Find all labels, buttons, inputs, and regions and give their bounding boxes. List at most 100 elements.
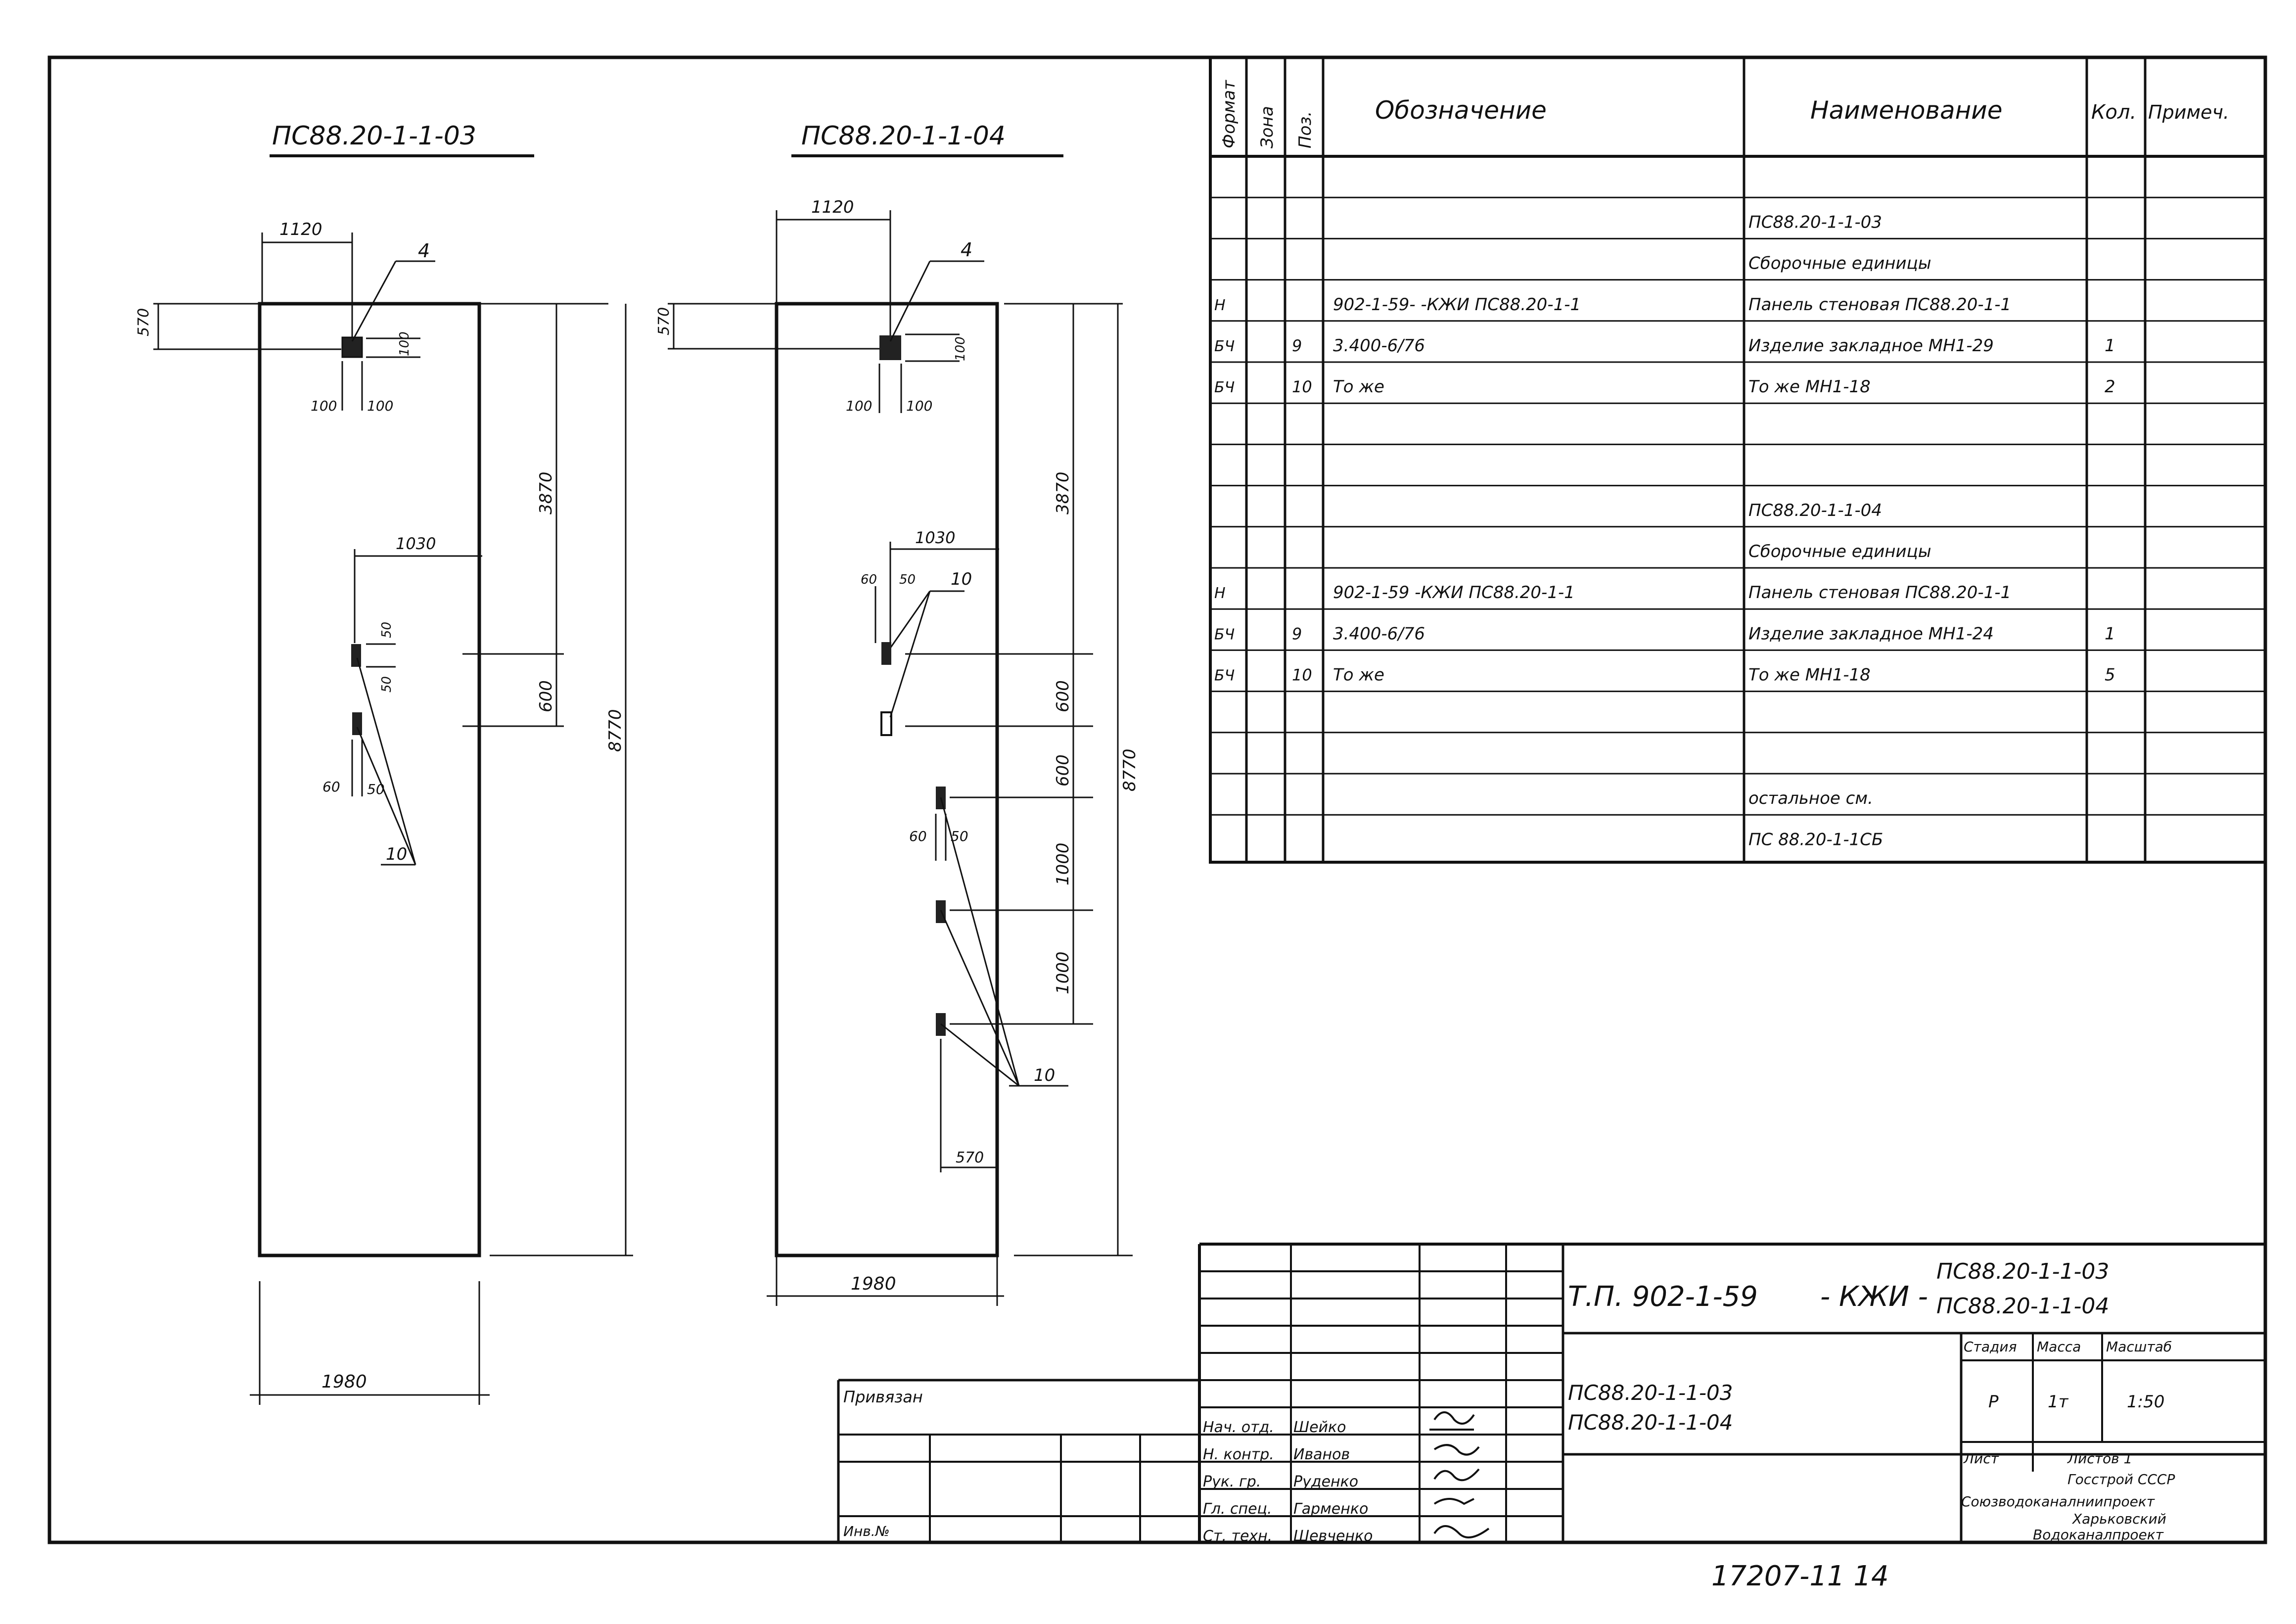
header-qty: Кол. — [2091, 101, 2136, 124]
dim-height-c: 600 — [1053, 754, 1073, 787]
org-line4: Водоканалпроект — [2033, 1527, 2164, 1543]
title-block: Привязан Инв.№ Т.П. 902-1-59 - КЖИ - ПС8… — [837, 1243, 2265, 1545]
dim-height-a: 3870 — [536, 471, 556, 514]
callout-item-10-bottom: 10 — [1034, 1066, 1055, 1085]
table-cell-fmt: Н — [1214, 585, 1226, 602]
org-line2: Союзводоканалниипроект — [1961, 1493, 2155, 1510]
callout-item-4: 4 — [418, 240, 430, 262]
table-cell-designation: 902-1-59- -КЖИ ПС88.20-1-1 — [1333, 295, 1581, 315]
table-cell-designation: 902-1-59 -КЖИ ПС88.20-1-1 — [1333, 583, 1575, 603]
callout-item-10: 10 — [386, 844, 407, 864]
dim-top-offset: 1120 — [811, 197, 854, 217]
table-cell-qty: 2 — [2105, 377, 2115, 397]
table-cell-name: остальное см. — [1748, 789, 1873, 808]
footer-stamp: 17207-11 14 — [1711, 1560, 1889, 1592]
table-cell-name: Сборочные единицы — [1748, 542, 1931, 561]
table-cell-name: ПС 88.20-1-1СБ — [1748, 830, 1883, 849]
table-cell-fmt: БЧ — [1214, 379, 1235, 396]
signature — [1429, 1411, 1475, 1431]
dim-width-bottom: 1980 — [851, 1274, 896, 1294]
signature — [1433, 1468, 1480, 1482]
dim-gap-a: 60 — [861, 572, 877, 587]
stage-value: Р — [1988, 1392, 1999, 1412]
panel-outline — [775, 302, 999, 1257]
table-cell-pos: 9 — [1292, 336, 1302, 355]
dim-plate-w2: 100 — [367, 398, 393, 414]
dim-lower-w2: 50 — [367, 781, 385, 797]
panel-outline — [258, 302, 481, 1257]
dim-plate-height: 100 — [397, 331, 412, 356]
table-cell-name: ПС88.20-1-1-04 — [1748, 501, 1882, 520]
dim-mid-width: 1030 — [396, 534, 436, 553]
header-name: Наименование — [1810, 96, 2003, 125]
table-cell-fmt: БЧ — [1214, 667, 1235, 685]
dim-left-offset: 570 — [135, 308, 152, 336]
table-cell-fmt: Н — [1214, 297, 1226, 314]
doc-kzhi: - КЖИ - — [1820, 1281, 1928, 1313]
stage-label: Стадия — [1964, 1339, 2017, 1355]
role-name: Гарменко — [1293, 1500, 1368, 1518]
table-cell-fmt: БЧ — [1214, 338, 1235, 355]
table-cell-name: Изделие закладное МН1-29 — [1748, 336, 1994, 356]
org-line1: Госстрой СССР — [2067, 1471, 2175, 1487]
dim-plate-height: 100 — [953, 336, 968, 361]
item-name-line2: ПС88.20-1-1-04 — [1568, 1410, 1733, 1435]
dim-left-offset: 570 — [655, 307, 673, 335]
doc-code: Т.П. 902-1-59 — [1568, 1281, 1758, 1313]
table-cell-name: Панель стеновая ПС88.20-1-1 — [1748, 583, 2011, 603]
mass-label: Масса — [2037, 1339, 2081, 1355]
embedded-plate-low — [352, 712, 362, 735]
dim-height-b: 600 — [1053, 680, 1073, 712]
header-note: Примеч. — [2148, 101, 2229, 123]
dim-height-a: 3870 — [1053, 471, 1073, 514]
scale-label: Масштаб — [2106, 1339, 2172, 1355]
dim-plate-w1: 100 — [846, 398, 872, 414]
header-designation: Обозначение — [1375, 96, 1547, 125]
embedded-plate-mid — [351, 644, 361, 667]
doc-code-line2: ПС88.20-1-1-04 — [1936, 1294, 2109, 1319]
table-cell-qty: 1 — [2105, 336, 2115, 356]
role-title: Н. контр. — [1203, 1446, 1274, 1463]
sheet-label: Лист — [1963, 1450, 1999, 1467]
signature — [1433, 1498, 1474, 1505]
mass-value: 1т — [2048, 1392, 2069, 1412]
role-name: Шевченко — [1293, 1528, 1373, 1545]
table-cell-designation: 3.400-6/76 — [1333, 624, 1425, 644]
role-title: Нач. отд. — [1203, 1419, 1274, 1436]
view-title: ПС88.20-1-1-04 — [801, 121, 1006, 151]
inv-label: Инв.№ — [843, 1523, 890, 1539]
table-cell-pos: 10 — [1292, 666, 1312, 685]
dim-gap-b: 50 — [379, 676, 394, 693]
table-cell-name: То же МН1-18 — [1748, 377, 1871, 397]
table-cell-pos: 9 — [1292, 624, 1302, 643]
dim-total-height: 8770 — [1120, 748, 1140, 791]
table-cell-name: ПС88.20-1-1-03 — [1748, 212, 1882, 232]
dim-bottom-offset: 570 — [956, 1149, 984, 1166]
item-name-line1: ПС88.20-1-1-03 — [1568, 1381, 1733, 1405]
dim-gap-b: 50 — [899, 572, 916, 587]
dim-width-bottom: 1980 — [321, 1372, 367, 1392]
signature — [1433, 1444, 1480, 1456]
dim-plate-w2: 100 — [906, 398, 932, 414]
role-title: Рук. гр. — [1203, 1473, 1261, 1490]
view-03: ПС88.20-1-1-03 1120 570 4 100 100 100 — [135, 121, 633, 1405]
embedded-plate — [880, 711, 892, 736]
dim-gap-a: 50 — [379, 622, 394, 638]
table-cell-qty: 1 — [2105, 624, 2115, 644]
dim-height-d: 1000 — [1053, 842, 1073, 885]
header-format: Формат — [1219, 80, 1239, 148]
dim-total-height: 8770 — [605, 709, 625, 752]
dim-lower-w1: 60 — [322, 779, 340, 795]
role-title: Ст. техн. — [1203, 1528, 1272, 1545]
table-cell-name: То же МН1-18 — [1748, 665, 1871, 685]
view-title: ПС88.20-1-1-03 — [272, 121, 476, 151]
table-cell-name: Сборочные единицы — [1748, 254, 1931, 274]
header-pos: Поз. — [1295, 111, 1315, 148]
specification-table: Формат Зона Поз. Обозначение Наименовани… — [1209, 56, 2267, 864]
dim-plate-w1: 100 — [311, 398, 337, 414]
signature — [1433, 1525, 1490, 1538]
table-cell-designation: 3.400-6/76 — [1333, 336, 1425, 356]
role-name: Шейко — [1293, 1419, 1346, 1436]
dim-height-b: 600 — [536, 680, 556, 712]
